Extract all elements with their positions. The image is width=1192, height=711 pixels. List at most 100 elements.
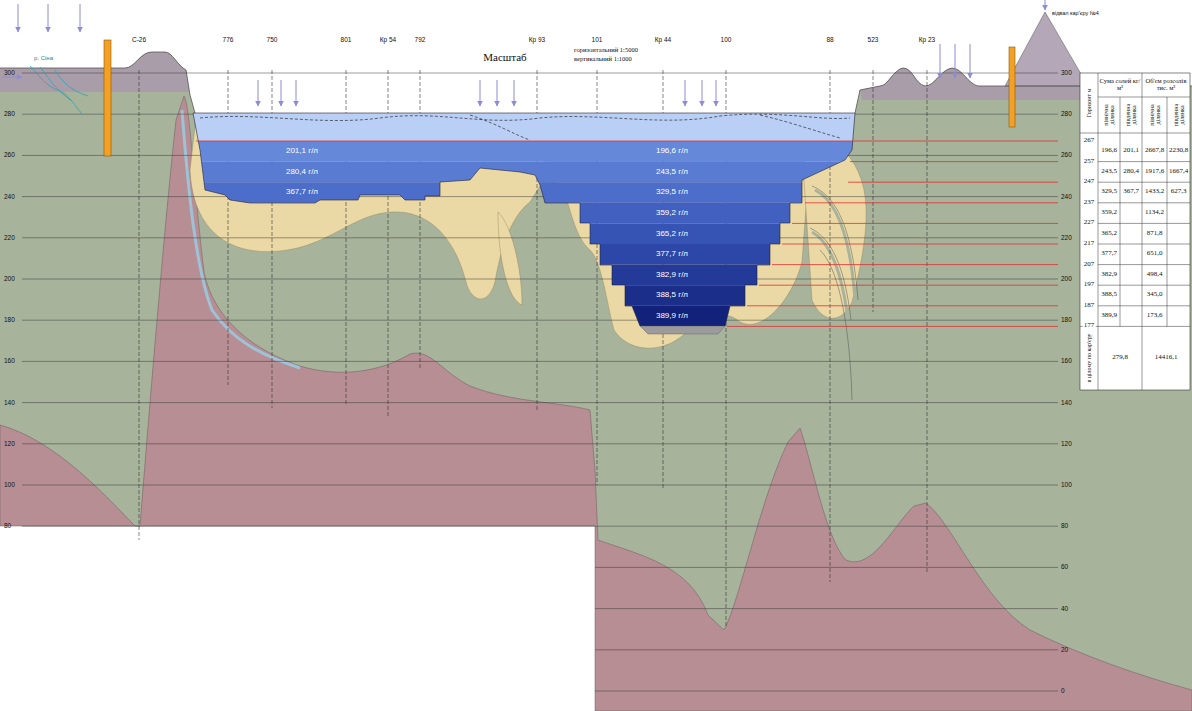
horizon-line: [759, 285, 1058, 286]
horizon-label: 197: [1083, 282, 1096, 289]
horizon-line: [772, 264, 1058, 265]
grid-line: [22, 443, 1058, 444]
fault-line: [810, 186, 858, 400]
brine-band: [180, 100, 880, 141]
grid-line: [595, 608, 1058, 609]
pit-sediment: [640, 326, 725, 334]
salinity-label: 329,5 г/л: [656, 188, 688, 196]
axis-label: 120: [1061, 440, 1072, 447]
axis-label: 0: [1061, 688, 1065, 695]
soil-layer: [0, 52, 189, 92]
table-rule: [1098, 244, 1190, 245]
horizon-label: 187: [1083, 302, 1096, 309]
horizon-lines: [196, 141, 1058, 326]
salinity-label: 365,2 г/л: [656, 229, 688, 237]
axis-label: 160: [1061, 358, 1072, 365]
horizon-line: [805, 202, 1058, 203]
salt-body: [0, 96, 1192, 711]
arrow: [296, 80, 297, 106]
table-rule: [1098, 285, 1190, 286]
boreholes: [139, 70, 927, 628]
axis-label: 100: [1061, 482, 1072, 489]
sand-lens: [498, 212, 522, 305]
table-cell: 2667,8: [1145, 148, 1164, 155]
table-rule: [1098, 202, 1190, 203]
horizon-label: 257: [1083, 158, 1096, 165]
axis-label: 120: [4, 440, 15, 447]
river-label: р. Сіна: [34, 55, 53, 61]
table-cell: 382,9: [1101, 271, 1117, 278]
horizon-label: 217: [1083, 240, 1096, 247]
grid-line: [22, 73, 1058, 74]
arrow: [940, 44, 941, 78]
axis-label: 240: [4, 193, 15, 200]
table-cell: 329,5: [1101, 189, 1117, 196]
table-cell: 201,1: [1123, 148, 1139, 155]
brine-band: [180, 285, 880, 306]
salinity-label: 243,5 г/л: [656, 168, 688, 176]
borehole-label: 801: [341, 37, 352, 44]
table-cell: 651,0: [1147, 251, 1163, 258]
table-cell: 1917,6: [1145, 168, 1164, 175]
axis-label: 260: [4, 152, 15, 159]
table-cell: 1667,4: [1169, 168, 1188, 175]
horizon-line: [782, 244, 1058, 245]
dump-label: відвал кар'єру №4: [1052, 11, 1099, 17]
old-pit-contour: [470, 115, 840, 140]
table-rule: [1080, 133, 1190, 134]
table-cell: 359,2: [1101, 209, 1117, 216]
brine-band: [180, 203, 880, 224]
brine-band: [180, 244, 880, 265]
table-cell: 173,6: [1147, 312, 1163, 319]
borehole-label: 88: [826, 37, 833, 44]
brine-band: [180, 265, 880, 286]
axis-label: 260: [1061, 152, 1072, 159]
salinity-label: 359,2 г/л: [656, 209, 688, 217]
axis-label: 240: [1061, 193, 1072, 200]
old-pit-contour: [200, 114, 850, 120]
host-rock: [0, 52, 1192, 711]
table-cell: 367,7: [1123, 189, 1139, 196]
horizon-label: 247: [1083, 179, 1096, 186]
arrow: [955, 44, 956, 78]
arrow: [258, 80, 259, 106]
grid-line: [595, 691, 1058, 692]
table-cell: 345,0: [1147, 292, 1163, 299]
brine-band: [180, 182, 880, 203]
grid-line: [22, 279, 1058, 280]
grid-line: [22, 361, 1058, 362]
borehole-line: [139, 70, 140, 540]
table-rule: [1142, 73, 1143, 390]
table-cell: 498,4: [1147, 271, 1163, 278]
table-grid: [1080, 73, 1190, 390]
arrow: [514, 80, 515, 106]
axis-label: 200: [4, 276, 15, 283]
horizon-label: 227: [1083, 220, 1096, 227]
horizon-label: 207: [1083, 261, 1096, 268]
grid-line: [22, 402, 1058, 403]
borehole-line: [873, 70, 874, 312]
horizon-line: [848, 182, 1058, 183]
axis-label: 220: [1061, 234, 1072, 241]
salinity-label: 367,7 г/л: [286, 188, 318, 196]
horizon-line: [747, 305, 1058, 306]
borehole-label: Кр 93: [529, 37, 545, 44]
arrow: [1045, 0, 1046, 10]
brine-band: [180, 162, 880, 183]
borehole-label: 101: [592, 37, 603, 44]
horizon-line: [727, 326, 1058, 327]
waste-dump: [1005, 12, 1088, 86]
table-cell: 389,9: [1101, 312, 1117, 319]
table-rule: [1120, 97, 1121, 326]
table-cell: 14416,1: [1155, 354, 1178, 361]
table-cell: 627,3: [1171, 189, 1187, 196]
axis-label: 100: [4, 482, 15, 489]
table-cell: 388,5: [1101, 292, 1117, 299]
elevation-grid: [22, 73, 1058, 691]
salinity-label: 389,9 г/л: [656, 312, 688, 320]
table-cell: в цілому по кар'єру: [1086, 328, 1092, 388]
salinity-label: 377,7 г/л: [656, 250, 688, 258]
salinity-label: 201,1 г/л: [286, 147, 318, 155]
